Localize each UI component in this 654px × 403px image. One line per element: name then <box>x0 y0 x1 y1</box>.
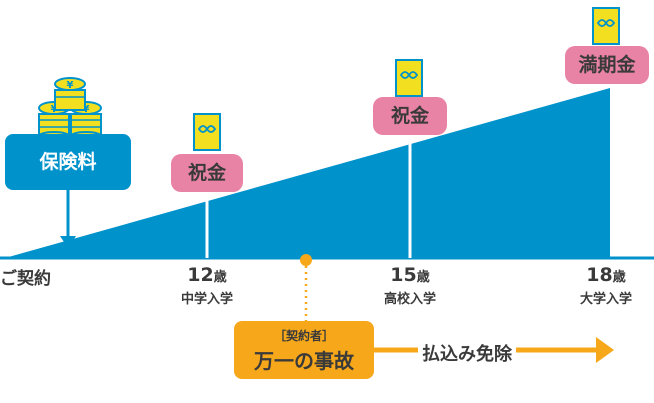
accident-marker-dot <box>300 254 312 266</box>
gift-envelope-icon <box>592 7 620 45</box>
milestone-12: 12歳 中学入学 <box>157 264 257 307</box>
age-number: 18 <box>586 264 613 286</box>
accident-tag: ［契約者］ <box>273 329 334 343</box>
age-number: 12 <box>187 264 214 286</box>
exemption-arrow-head <box>596 337 614 363</box>
age-number: 15 <box>390 264 417 286</box>
stage-label: 大学入学 <box>579 292 632 307</box>
premium-box: 保険料 <box>5 134 131 190</box>
accident-box: ［契約者］ 万一の事故 <box>234 321 374 379</box>
benefit-badge-18: 満期金 <box>565 46 649 84</box>
age-unit: 歳 <box>612 270 626 285</box>
svg-text:¥: ¥ <box>67 80 74 91</box>
svg-text:¥: ¥ <box>83 104 90 115</box>
milestone-15: 15歳 高校入学 <box>358 264 462 307</box>
stage-label: 高校入学 <box>383 292 436 307</box>
start-label: ご契約 <box>0 269 51 289</box>
stage-label: 中学入学 <box>180 292 233 307</box>
coverage-wedge <box>5 88 610 258</box>
benefit-badge-15: 祝金 <box>373 97 447 135</box>
exemption-label: 払込み免除 <box>418 340 516 366</box>
gift-envelope-icon <box>193 113 221 151</box>
accident-label: 万一の事故 <box>254 349 354 373</box>
premium-arrow-head <box>60 236 76 248</box>
coin-stack-icon: ¥ ¥ ¥ <box>38 77 102 141</box>
benefit-badge-12: 祝金 <box>171 154 243 192</box>
age-unit: 歳 <box>416 270 430 285</box>
age-unit: 歳 <box>213 270 227 285</box>
milestone-18: 18歳 大学入学 <box>556 264 654 307</box>
gift-envelope-icon <box>395 59 423 97</box>
